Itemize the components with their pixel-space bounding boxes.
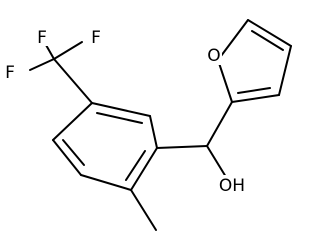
carbinol-group [156, 101, 233, 178]
bond-furan-o-c5 [217, 19, 249, 61]
bond-furan-double-2 [237, 87, 271, 94]
bond-furan-c5-c4 [247, 19, 292, 47]
bond-benzene-double-3 [62, 139, 85, 166]
furan-ring [217, 19, 292, 103]
bond-methyl [130, 189, 157, 231]
bond-benzene-3 [130, 147, 158, 191]
atom-f-left: F [5, 63, 15, 83]
bond-carbinol-furan [206, 101, 233, 147]
bond-benzene-6 [52, 102, 93, 141]
bond-furan-c2-o [217, 59, 233, 103]
bond-benzene-4 [80, 174, 132, 191]
atom-labels: F F F O OH [3, 28, 246, 196]
bond-carbinol-oh [206, 145, 227, 178]
bond-benzene-5 [52, 139, 82, 176]
benzene-ring [52, 102, 158, 191]
atom-oxygen-furan: O [207, 46, 220, 66]
bond-cf3-ring [53, 58, 93, 104]
bond-cf3-f-left [29, 58, 55, 71]
atom-hydroxyl: OH [219, 176, 245, 196]
atom-f-right: F [91, 28, 101, 48]
bond-cf3-f-right [53, 41, 83, 60]
bond-furan-c4-c3 [278, 45, 292, 96]
bond-benzene-double-2 [125, 150, 146, 181]
bond-benzene-double-1 [96, 112, 143, 124]
bond-furan-c3-c2 [231, 94, 280, 103]
atom-f-top: F [37, 28, 47, 48]
bond-benzene-1 [91, 102, 151, 117]
bond-ring-carbinol [156, 145, 208, 149]
bond-furan-double-1 [251, 30, 284, 51]
chemical-structure: F F F O OH [3, 19, 292, 231]
bond-benzene-2 [149, 115, 158, 149]
